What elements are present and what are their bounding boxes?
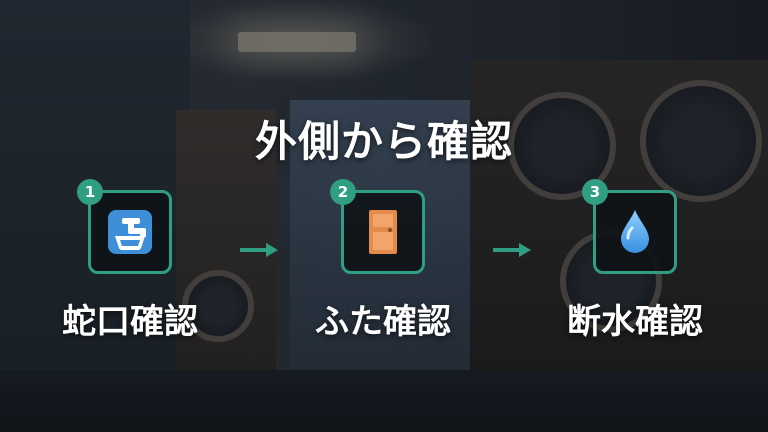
slide-title: 外側から確認 [254,117,513,166]
background-ceiling-light [238,32,356,52]
background-machine-drum [182,270,254,342]
door-icon [369,210,397,254]
step-number-badge: 2 [330,179,356,205]
step-label: 断水確認 [567,302,703,342]
background-machine-drum [640,80,762,202]
water-drop-icon [621,210,649,253]
arrow-right-icon [493,243,531,257]
step-number-badge: 3 [582,179,608,205]
step-label: 蛇口確認 [62,302,198,342]
step-icon-box [88,190,172,274]
step-icon-box [341,190,425,274]
step-label: ふた確認 [315,302,451,342]
step-number-badge: 1 [77,179,103,205]
faucet-icon [108,210,152,254]
arrow-right-icon [240,243,278,257]
background-floor [0,370,768,432]
background-cabinet [176,110,276,410]
step-icon-box [593,190,677,274]
